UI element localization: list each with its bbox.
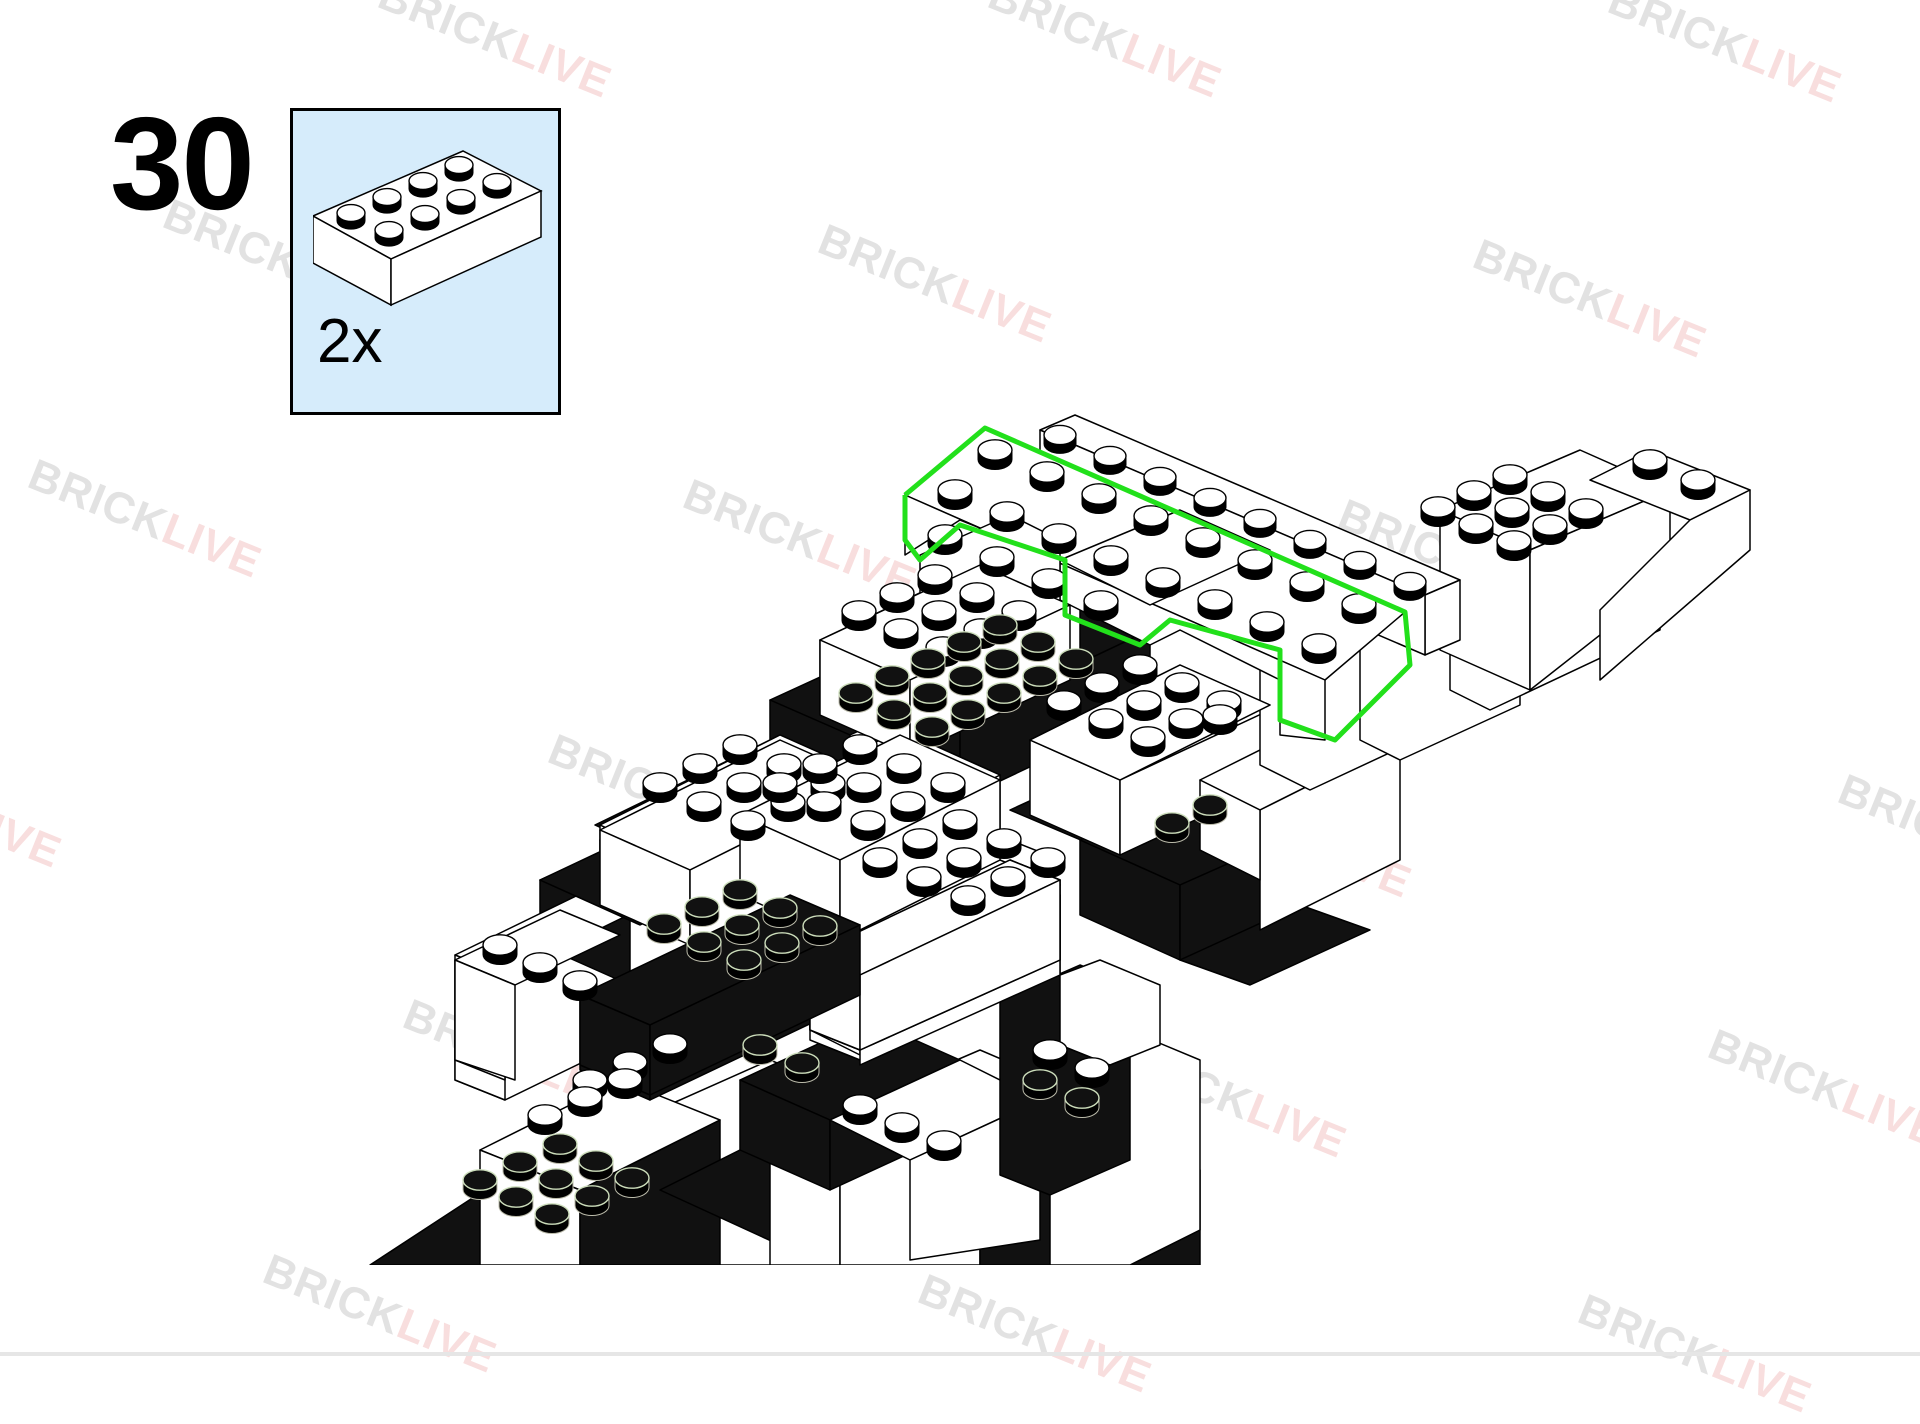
brick-2x4-icon	[313, 150, 543, 307]
page-bottom-rule	[0, 1352, 1920, 1356]
model-illustration	[369, 414, 1751, 1265]
step-number: 30	[110, 90, 255, 237]
parts-callout: 2x	[290, 108, 561, 415]
part-quantity: 2x	[317, 307, 383, 376]
